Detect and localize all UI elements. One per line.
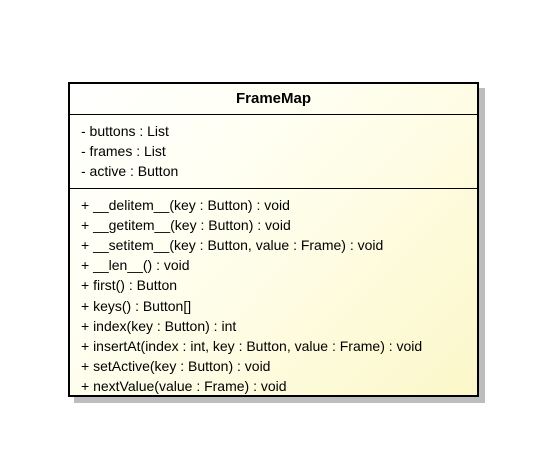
attribute-active: - active : Button: [81, 163, 179, 180]
operation-insertat: + insertAt(index : int, key : Button, va…: [81, 337, 423, 354]
operation-delitem: + __delitem__(key : Button) : void: [81, 196, 290, 213]
operation-nextvalue: + nextValue(value : Frame) : void: [81, 378, 287, 395]
class-name: FrameMap: [70, 84, 477, 115]
operation-setitem: + __setitem__(key : Button, value : Fram…: [81, 236, 384, 253]
operation-len: + __len__() : void: [81, 257, 190, 274]
operation-setactive: + setActive(key : Button) : void: [81, 358, 271, 375]
operation-keys: + keys() : Button[]: [81, 297, 192, 314]
uml-class-box[interactable]: FrameMap - buttons : List - frames : Lis…: [68, 82, 479, 397]
operation-first: + first() : Button: [81, 277, 178, 294]
operations-compartment: + __delitem__(key : Button) : void + __g…: [70, 189, 477, 397]
operation-getitem: + __getitem__(key : Button) : void: [81, 216, 291, 233]
operation-index: + index(key : Button) : int: [81, 317, 237, 334]
attributes-compartment: - buttons : List - frames : List - activ…: [70, 115, 477, 189]
attribute-buttons: - buttons : List: [81, 123, 169, 139]
attribute-frames: - frames : List: [81, 143, 166, 160]
